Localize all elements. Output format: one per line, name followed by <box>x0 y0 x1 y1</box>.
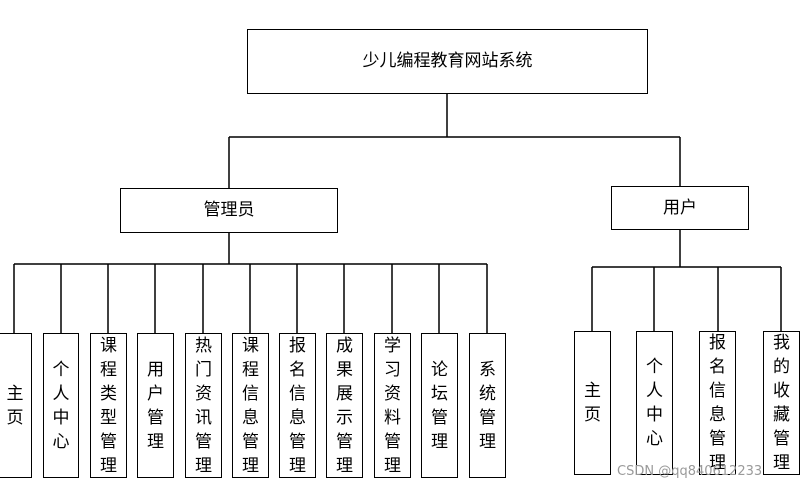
user-node: 用户 <box>611 186 749 230</box>
admin-node: 管理员 <box>120 188 338 233</box>
module-label: 报名信息管理 <box>709 333 726 473</box>
user-module: 我的收藏管理 <box>763 331 800 475</box>
user-node-label: 用户 <box>663 197 697 218</box>
user-module: 个人中心 <box>636 331 673 475</box>
root-node-label: 少儿编程教育网站系统 <box>362 51 533 71</box>
admin-module: 成果展示管理 <box>326 333 363 478</box>
admin-module: 个人中心 <box>43 333 79 478</box>
module-label: 学习资料管理 <box>384 335 401 476</box>
admin-module: 用户管理 <box>137 333 174 478</box>
admin-module: 论坛管理 <box>421 333 458 478</box>
module-label: 个人中心 <box>646 357 663 449</box>
module-label: 我的收藏管理 <box>773 333 790 473</box>
module-label: 热门资讯管理 <box>195 335 212 476</box>
user-module: 主页 <box>574 331 611 475</box>
admin-module: 主页 <box>0 333 32 478</box>
admin-module: 热门资讯管理 <box>185 333 222 478</box>
admin-module: 系统管理 <box>469 333 506 478</box>
user-module: 报名信息管理 <box>699 331 736 475</box>
module-label: 论坛管理 <box>431 359 448 452</box>
admin-module: 课程信息管理 <box>232 333 269 478</box>
module-label: 个人中心 <box>52 359 70 452</box>
admin-module: 学习资料管理 <box>374 333 411 478</box>
module-label: 系统管理 <box>479 359 496 452</box>
module-label: 主页 <box>584 381 601 425</box>
module-label: 报名信息管理 <box>289 335 306 476</box>
root-node: 少儿编程教育网站系统 <box>247 29 648 94</box>
admin-module: 报名信息管理 <box>279 333 316 478</box>
module-label: 课程信息管理 <box>242 335 259 476</box>
module-label: 主页 <box>6 383 24 428</box>
module-label: 用户管理 <box>147 359 164 452</box>
module-label: 课程类型管理 <box>100 335 117 476</box>
module-label: 成果展示管理 <box>336 335 353 476</box>
admin-node-label: 管理员 <box>203 200 255 220</box>
admin-module: 课程类型管理 <box>90 333 127 478</box>
csdn-watermark: CSDN @qq840612233 <box>617 464 763 479</box>
